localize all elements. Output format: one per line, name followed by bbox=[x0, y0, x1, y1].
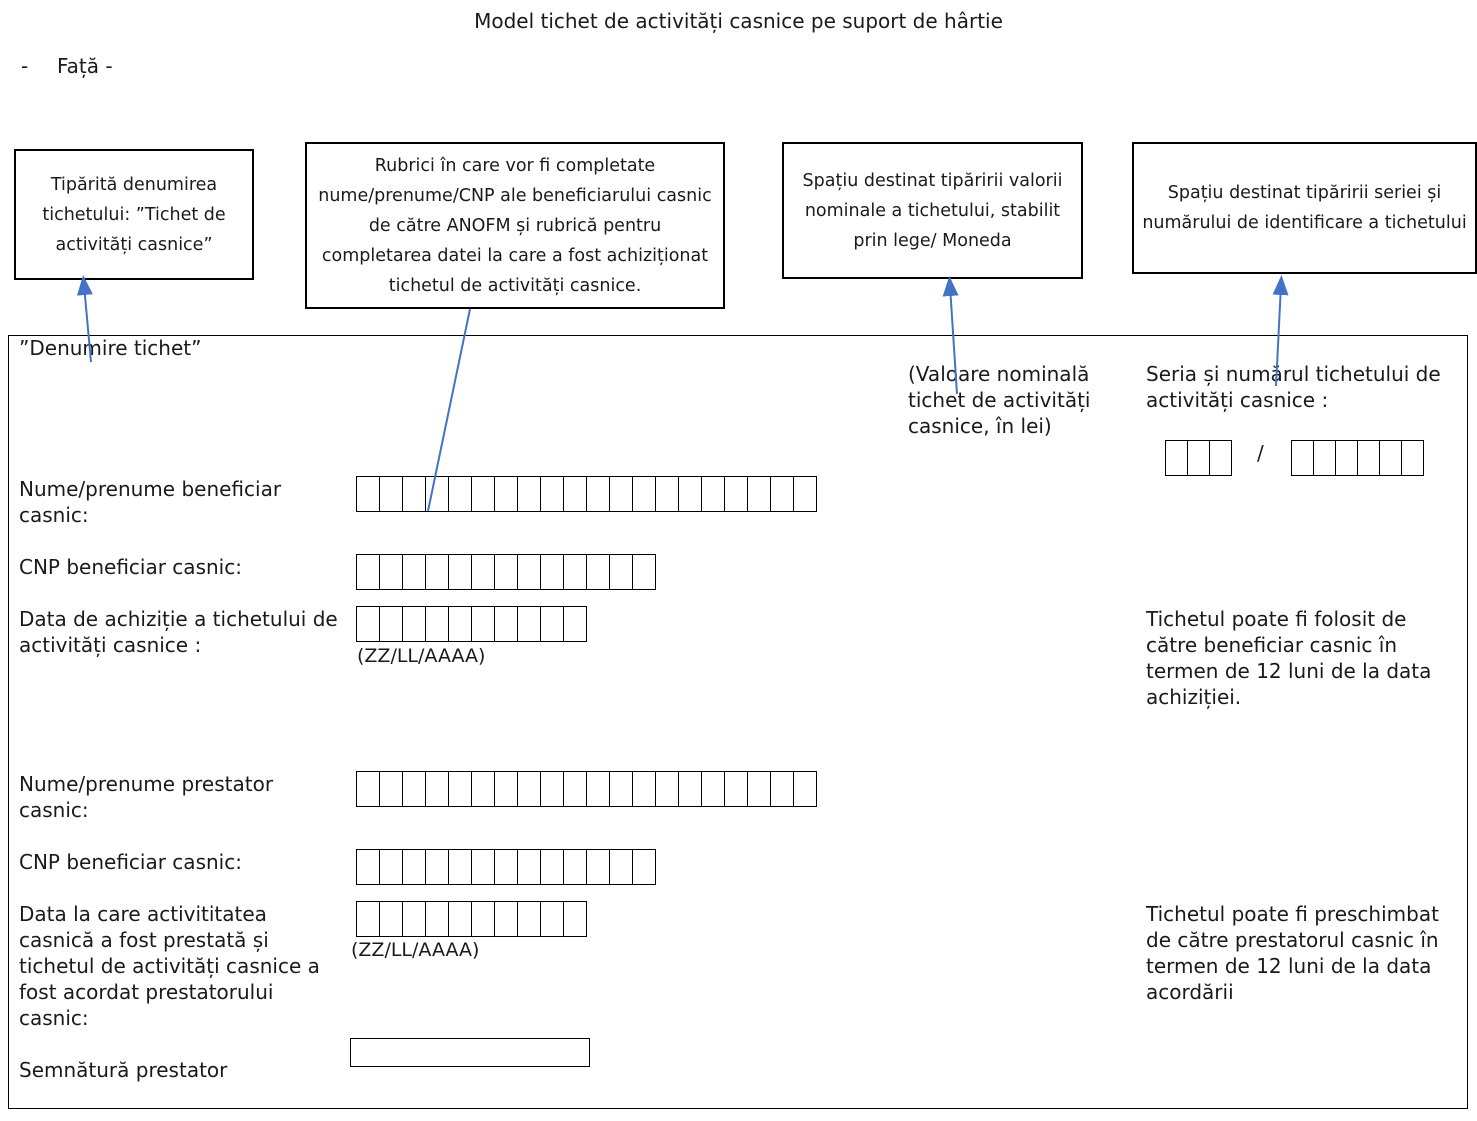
beneficiary-name-label: Nume/prenume beneficiar casnic: bbox=[19, 477, 282, 527]
purchase-date-format: (ZZ/LL/AAAA) bbox=[357, 645, 486, 667]
service-date-boxes[interactable] bbox=[356, 901, 587, 937]
ticket-frame bbox=[8, 335, 1468, 1109]
signature-label: Semnătură prestator bbox=[19, 1058, 228, 1082]
callout-fields: Rubrici în care vor fi completate nume/p… bbox=[305, 142, 725, 309]
provider-name-label: Nume/prenume prestator casnic: bbox=[19, 772, 274, 822]
callout-serial: Spațiu destinat tipăririi seriei și numă… bbox=[1132, 142, 1477, 274]
purchase-date-boxes[interactable] bbox=[356, 606, 587, 642]
serial-series-boxes[interactable] bbox=[1165, 440, 1232, 476]
callout-ticket-name: Tipărită denumirea tichetului: ”Tichet d… bbox=[14, 149, 254, 280]
page-side-label: -Față - bbox=[21, 54, 113, 78]
beneficiary-cnp-boxes[interactable] bbox=[356, 554, 656, 590]
purchase-date-label: Data de achiziție a tichetului de activi… bbox=[19, 607, 338, 657]
service-date-label: Data la care activititatea casnică a fos… bbox=[19, 902, 320, 1030]
validity-note: Tichetul poate fi folosit de către benef… bbox=[1146, 607, 1432, 709]
serial-label: Seria și numărul tichetului de activităț… bbox=[1146, 362, 1441, 412]
exchange-note: Tichetul poate fi preschimbat de către p… bbox=[1146, 902, 1439, 1004]
beneficiary-name-boxes[interactable] bbox=[356, 476, 817, 512]
service-date-format: (ZZ/LL/AAAA) bbox=[351, 939, 480, 961]
serial-number-boxes[interactable] bbox=[1291, 440, 1424, 476]
nominal-value-label: (Valoare nominală tichet de activități c… bbox=[908, 362, 1091, 438]
provider-name-boxes[interactable] bbox=[356, 771, 817, 807]
callout-nominal-value: Spațiu destinat tipăririi valorii nomina… bbox=[782, 142, 1083, 279]
ticket-name: ”Denumire tichet” bbox=[19, 336, 202, 360]
signature-field[interactable] bbox=[350, 1038, 590, 1067]
beneficiary-cnp-label: CNP beneficiar casnic: bbox=[19, 555, 242, 579]
page-title: Model tichet de activități casnice pe su… bbox=[474, 9, 1003, 33]
provider-cnp-boxes[interactable] bbox=[356, 849, 656, 885]
provider-cnp-label: CNP beneficiar casnic: bbox=[19, 850, 242, 874]
serial-separator: / bbox=[1257, 441, 1264, 465]
